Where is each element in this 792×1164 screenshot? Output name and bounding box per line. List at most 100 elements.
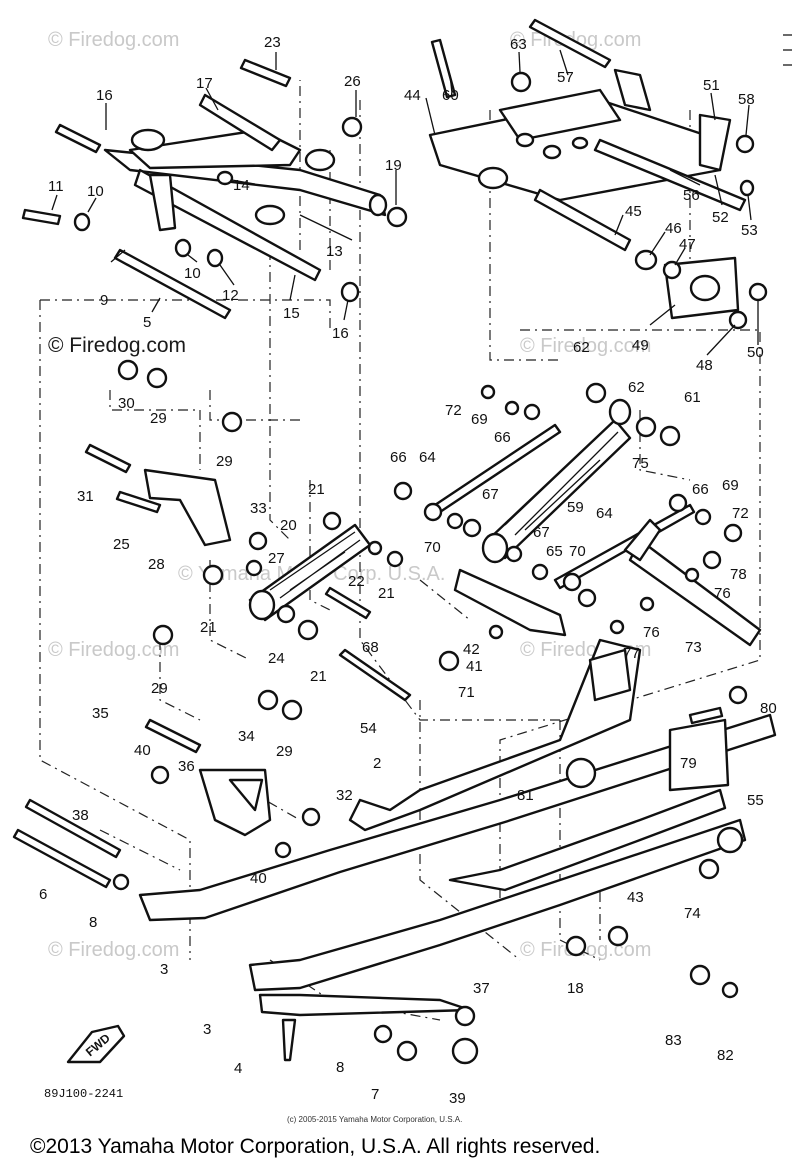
part-number-label: 41 bbox=[466, 658, 483, 675]
part-number-label: 27 bbox=[268, 550, 285, 567]
part-number-label: 60 bbox=[442, 87, 459, 104]
part-number-label: 54 bbox=[360, 720, 377, 737]
part-number-label: 56 bbox=[683, 187, 700, 204]
part-number-label: 66 bbox=[390, 449, 407, 466]
part-number-label: 59 bbox=[567, 499, 584, 516]
front-suspension-arm bbox=[428, 68, 747, 320]
part-number-label: 77 bbox=[623, 645, 640, 662]
part-number-label: 38 bbox=[72, 807, 89, 824]
part-number-label: 53 bbox=[741, 222, 758, 239]
part-number-label: 52 bbox=[712, 209, 729, 226]
part-number-label: 46 bbox=[665, 220, 682, 237]
part-number-label: 9 bbox=[100, 292, 108, 309]
part-number-label: 68 bbox=[362, 639, 379, 656]
part-number-label: 21 bbox=[200, 619, 217, 636]
part-number-label: 82 bbox=[717, 1047, 734, 1064]
part-number-label: 72 bbox=[732, 505, 749, 522]
part-number-label: 22 bbox=[348, 573, 365, 590]
part-number-label: 35 bbox=[92, 705, 109, 722]
watermark-low-left: © Firedog.com bbox=[48, 639, 179, 661]
part-number-label: 69 bbox=[471, 411, 488, 428]
part-number-label: 11 bbox=[48, 178, 64, 195]
part-number-label: 4 bbox=[234, 1060, 242, 1077]
part-number-label: 76 bbox=[643, 624, 660, 641]
part-number-label: 16 bbox=[96, 87, 113, 104]
part-number-label: 13 bbox=[326, 243, 343, 260]
part-number-label: 74 bbox=[684, 905, 701, 922]
small-hardware bbox=[73, 71, 768, 1065]
part-number-label: 34 bbox=[238, 728, 255, 745]
part-number-label: 71 bbox=[458, 684, 475, 701]
part-number-label: 31 bbox=[77, 488, 94, 505]
part-number-label: 30 bbox=[118, 395, 135, 412]
part-number-label: 24 bbox=[268, 650, 285, 667]
mount-brackets bbox=[143, 468, 762, 837]
forward-direction-arrow: FWD bbox=[66, 1024, 126, 1064]
part-number-label: 7 bbox=[371, 1086, 379, 1103]
small-copyright: (c) 2005-2015 Yamaha Motor Corporation, … bbox=[287, 1115, 462, 1124]
watermark-mid-left: © Firedog.com bbox=[48, 334, 186, 357]
part-number-label: 44 bbox=[404, 87, 421, 104]
part-number-label: 3 bbox=[203, 1021, 211, 1038]
part-number-label: 2 bbox=[373, 755, 381, 772]
bolts-and-axles bbox=[12, 18, 724, 889]
part-number-label: 5 bbox=[143, 314, 151, 331]
part-number-label: 26 bbox=[344, 73, 361, 90]
part-number-label: 23 bbox=[264, 34, 281, 51]
part-number-label: 72 bbox=[445, 402, 462, 419]
part-number-label: 58 bbox=[738, 91, 755, 108]
part-number-label: 21 bbox=[308, 481, 325, 498]
part-number-label: 62 bbox=[628, 379, 645, 396]
part-number-label: 17 bbox=[196, 75, 213, 92]
part-number-label: 29 bbox=[216, 453, 233, 470]
part-number-label: 43 bbox=[627, 889, 644, 906]
part-number-label: 67 bbox=[482, 486, 499, 503]
part-number-label: 73 bbox=[685, 639, 702, 656]
part-number-label: 55 bbox=[747, 792, 764, 809]
part-number-label: 49 bbox=[632, 337, 649, 354]
part-number-label: 66 bbox=[692, 481, 709, 498]
part-number-label: 28 bbox=[148, 556, 165, 573]
part-number-label: 48 bbox=[696, 357, 713, 374]
watermark-mid-right: © Firedog.com bbox=[520, 335, 651, 357]
part-number-label: 80 bbox=[760, 700, 777, 717]
part-number-label: 75 bbox=[632, 455, 649, 472]
footer-copyright: ©2013 Yamaha Motor Corporation, U.S.A. A… bbox=[30, 1135, 600, 1158]
part-number-label: 8 bbox=[89, 914, 97, 931]
leader-lines bbox=[51, 49, 759, 356]
watermark-bottom-right: © Firedog.com bbox=[520, 939, 651, 961]
part-number-label: 50 bbox=[747, 344, 764, 361]
part-number-label: 39 bbox=[449, 1090, 466, 1107]
part-number-label: 8 bbox=[336, 1059, 344, 1076]
part-number-label: 25 bbox=[113, 536, 130, 553]
part-number-label: 32 bbox=[336, 787, 353, 804]
part-number-label: 33 bbox=[250, 500, 267, 517]
watermark-top-left: © Firedog.com bbox=[48, 29, 179, 51]
slide-rails bbox=[138, 638, 777, 1017]
part-number-label: 70 bbox=[424, 539, 441, 556]
part-number-label: 63 bbox=[510, 36, 527, 53]
part-number-label: 78 bbox=[730, 566, 747, 583]
part-number-label: 21 bbox=[310, 668, 327, 685]
part-number-label: 18 bbox=[567, 980, 584, 997]
part-number-label: 10 bbox=[184, 265, 201, 282]
part-number-label: 16 bbox=[332, 325, 349, 342]
cropped-edge-mark bbox=[783, 34, 792, 66]
part-number-label: 29 bbox=[151, 680, 168, 697]
part-number-label: 21 bbox=[378, 585, 395, 602]
part-number-label: 20 bbox=[280, 517, 297, 534]
part-number-label: 3 bbox=[160, 961, 168, 978]
part-number-label: 12 bbox=[222, 287, 239, 304]
part-number-label: 61 bbox=[684, 389, 701, 406]
part-number-label: 65 bbox=[546, 543, 563, 560]
part-number-label: 51 bbox=[703, 77, 720, 94]
part-number-label: 19 bbox=[385, 157, 402, 174]
front-shock-absorber bbox=[481, 398, 632, 564]
part-number-label: 76 bbox=[714, 585, 731, 602]
part-number-label: 64 bbox=[596, 505, 613, 522]
part-number-label: 81 bbox=[517, 787, 534, 804]
assembly-guide-lines bbox=[39, 80, 761, 1021]
part-number-label: 40 bbox=[134, 742, 151, 759]
